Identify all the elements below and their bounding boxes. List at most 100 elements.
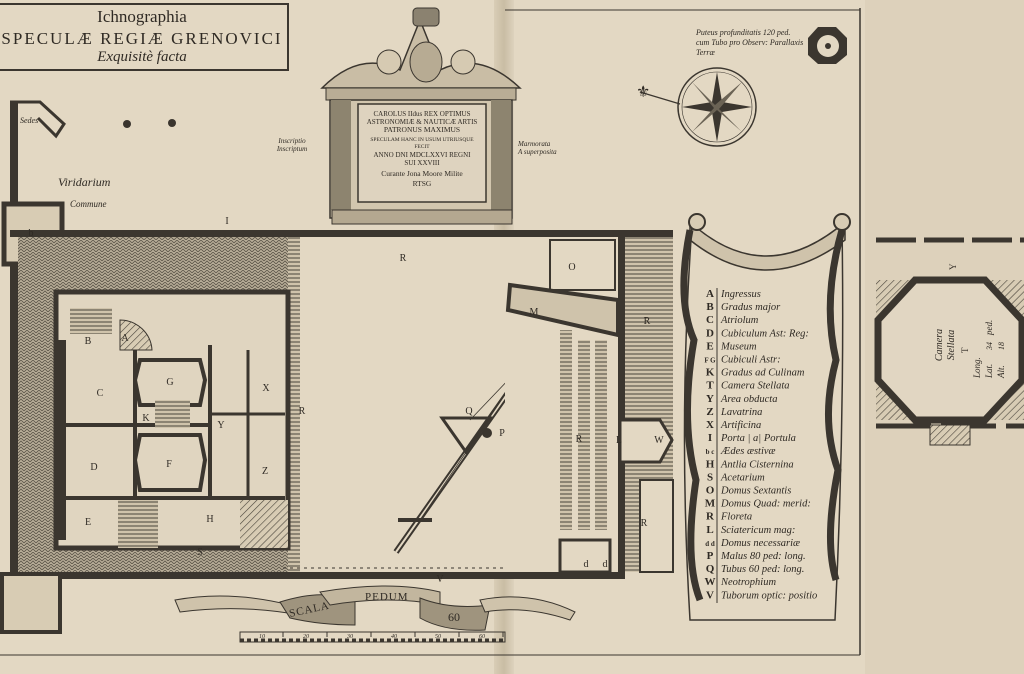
plan-letter: H [206,514,213,525]
legend-text: Antlia Cisternina [720,459,794,470]
well-note-2: cum Tubo pro Observ: Parallaxis [696,38,803,47]
legend-key: V [706,589,714,601]
camera-letter-t: T [960,347,970,353]
plan-letter: d [584,559,589,570]
plan-letter: G [166,377,173,388]
main-enclosure [0,201,674,634]
legend-key: F G [704,357,716,365]
legend-text: Gradus ad Culinam [721,368,805,379]
summer-house-c [0,572,62,634]
scale-tick-label: 40 [391,633,397,640]
quadrant-house-m [505,282,620,338]
label-sedes: Sedes [20,116,38,125]
legend-text: Malus 80 ped: long. [720,551,806,562]
post-marker [123,120,131,128]
scale-tick-label: 10 [259,634,265,640]
plan-letter: Y [217,420,224,431]
legend-row: K Gradus ad Culinam [706,367,805,379]
legend-key: E [706,340,713,352]
camera-stellata-plan: Camera Stellata Y T Long. Lat. Alt. 34 1… [874,237,1024,446]
legend-text: Area obducta [720,394,777,405]
well-note-3: Terræ [696,48,715,57]
legend-key: d d [705,540,715,548]
scale-word-2: PEDUM [365,591,409,603]
legend-key: Q [706,563,715,575]
legend-row: Z Lavatrina [706,406,762,418]
legend-key: I [708,432,712,444]
legend-key: Y [706,393,714,405]
legend-key: X [706,419,714,431]
plan-letter: R [576,434,583,445]
legend-key: B [706,301,714,313]
plan-letter: R [641,518,648,529]
legend-key: A [706,288,714,300]
camera-dim-long: Long. [972,357,982,379]
inscription-line: SPECULAM HANC IN USUM UTRIUSQUE [370,137,474,143]
plan-letter: F [166,459,172,470]
legend-row: V Tuborum optic: positio [706,589,817,601]
legend-key: S [707,471,713,483]
legend-key: O [706,485,715,497]
plan-letter: I [225,216,228,227]
label-viridarium: Viridarium [58,175,111,189]
legend-key: Z [706,406,713,418]
well-note-1: Puteus profunditatis 120 ped. [695,28,790,37]
camera-label-1: Camera [934,329,945,361]
plan-letter: d [603,559,608,570]
legend-text: Camera Stellata [721,381,790,392]
plan-letter: P [499,428,505,439]
legend-text: Gradus major [721,302,781,313]
inscription-line: FECIT [414,144,430,150]
title-cartouche: Ichnographia SPECULÆ REGIÆ GRENOVICI Exq… [0,3,289,71]
legend-text: Cubiculi Astr: [721,355,781,366]
legend-row: P Malus 80 ped: long. [707,550,806,562]
legend-key: R [706,511,715,523]
legend-key: M [705,498,716,510]
plan-letter: R [400,253,407,264]
legend-key: T [706,380,714,392]
title-line3: Exquisitè facta [96,49,187,65]
legend-row: Y Area obducta [706,393,777,405]
legend-key: P [707,550,714,562]
legend-text: Cubiculum Ast: Reg: [721,328,809,339]
camera-unit: ped. [984,320,994,336]
legend-key: L [706,524,713,536]
crown-icon [412,7,440,27]
legend-text: Tuborum optic: positio [721,590,817,601]
legend-text: Porta | a| Portula [720,433,796,444]
legend-key: D [706,327,714,339]
legend-text: Domus Quad: merid: [720,499,811,510]
legend-row: B Gradus major [706,301,781,313]
inscription-right-note-2: A superposita [517,148,557,156]
legend-text: Atriolum [720,315,759,326]
legend-text: Neotrophium [720,577,776,588]
plan-letter: b [29,228,34,239]
seat-wall [10,100,66,139]
legend-row: M Domus Quad: merid: [705,498,811,510]
title-line2: SPECULÆ REGIÆ GRENOVICI [1,29,282,48]
plan-letter: M [530,307,539,318]
legend-text: Ingressus [720,289,761,300]
legend-row: F G Cubiculi Astr: [704,355,780,366]
inscription-right-note-1: Marmorata [517,140,551,148]
inscription-left-note-2: Inscriptum [276,145,307,153]
legend-text: Artificina [720,420,761,431]
plan-letter: E [85,517,91,528]
legend-key: C [706,314,714,326]
legend-row: D Cubiculum Ast: Reg: [706,327,809,339]
legend-key: K [706,367,715,379]
camera-dim-value-34: 34 [985,342,994,351]
scale-tick-label: 50 [435,634,441,640]
legend-key: H [706,458,715,470]
plan-letter: A [121,333,129,344]
legend-text: Lavatrina [720,407,762,418]
legend-row: A Ingressus [706,288,761,300]
inscription-line: ASTRONOMIÆ & NAUTICÆ ARTIS [367,118,478,126]
